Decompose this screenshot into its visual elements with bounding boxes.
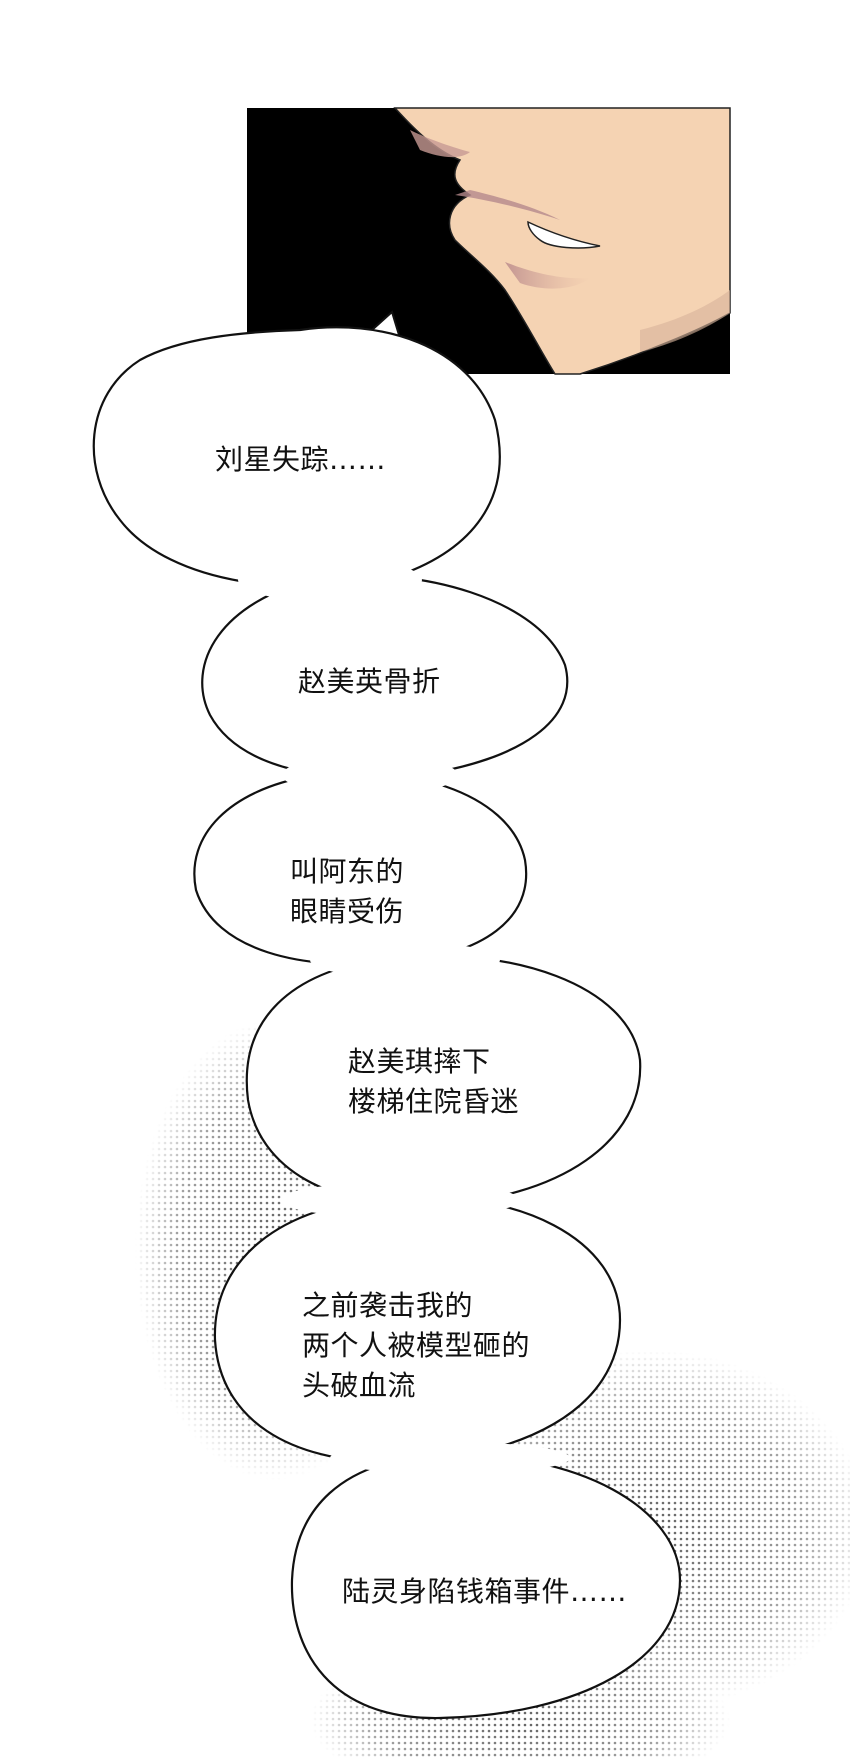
speech-bubble-4-text: 赵美琪摔下 楼梯住院昏迷 — [348, 1042, 519, 1122]
speech-bubble-2-text: 赵美英骨折 — [298, 662, 441, 702]
speech-bubble-6-text: 陆灵身陷钱箱事件…… — [342, 1572, 627, 1612]
speech-bubble-chain — [92, 326, 682, 1720]
text-line: 赵美英骨折 — [298, 665, 441, 698]
teeth-highlight — [527, 220, 601, 249]
bubble-merge-fill — [238, 558, 570, 1474]
speech-bubble-6 — [290, 1453, 682, 1720]
speech-bubble-5-text: 之前袭击我的 两个人被模型砸的 头破血流 — [302, 1286, 530, 1406]
text-line: 陆灵身陷钱箱事件…… — [342, 1575, 628, 1608]
text-line: 赵美琪摔下 — [348, 1045, 491, 1078]
text-line: 之前袭击我的 — [302, 1289, 474, 1322]
speech-bubble-1-text: 刘星失踪…… — [215, 440, 386, 480]
speech-bubble-3-text: 叫阿东的 眼睛受伤 — [290, 852, 404, 932]
text-line: 眼睛受伤 — [290, 895, 405, 928]
text-line: 叫阿东的 — [290, 855, 405, 888]
text-line: 两个人被模型砸的 — [302, 1329, 531, 1362]
text-line: 楼梯住院昏迷 — [348, 1085, 520, 1118]
text-line: 头破血流 — [302, 1369, 417, 1402]
text-line: 刘星失踪…… — [215, 443, 387, 476]
